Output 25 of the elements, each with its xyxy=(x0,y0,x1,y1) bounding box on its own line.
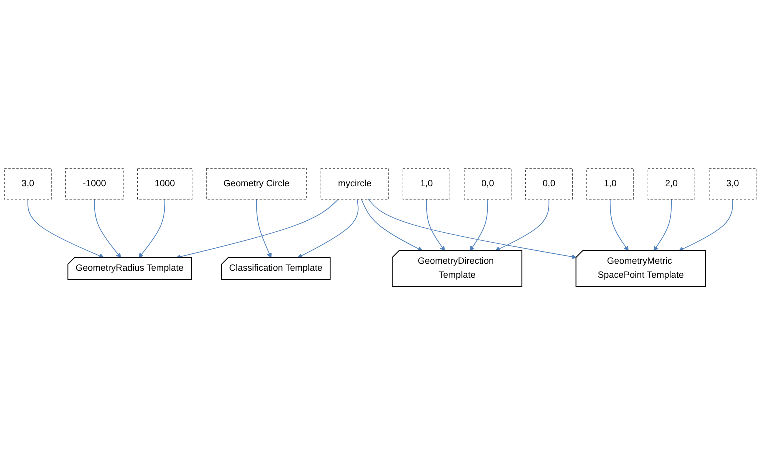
node-box: -1000 xyxy=(66,168,124,200)
node-box: Geometry Circle xyxy=(206,168,308,200)
node-box: 3,0 xyxy=(4,168,52,200)
node-box: 2,0 xyxy=(648,168,696,200)
arrow xyxy=(138,199,166,258)
node-box: 1,0 xyxy=(402,168,450,200)
node-box: 0,0 xyxy=(464,168,512,200)
node-box: 3,0 xyxy=(709,168,757,200)
node-box: 0,0 xyxy=(525,168,573,200)
arrow xyxy=(256,199,272,258)
arrow xyxy=(678,199,734,252)
arrow xyxy=(298,199,359,258)
arrow xyxy=(368,199,577,260)
node-box: 1,0 xyxy=(586,168,634,200)
arrow xyxy=(470,199,488,252)
node-box: 1000 xyxy=(137,168,193,200)
arrow xyxy=(361,199,423,252)
arrow xyxy=(176,199,340,260)
node-box: mycircle xyxy=(320,168,390,200)
arrow xyxy=(94,199,122,258)
arrow xyxy=(610,199,629,252)
arrow xyxy=(654,199,672,252)
arrow xyxy=(426,199,446,252)
arrow xyxy=(28,199,104,259)
arrow xyxy=(495,199,550,252)
